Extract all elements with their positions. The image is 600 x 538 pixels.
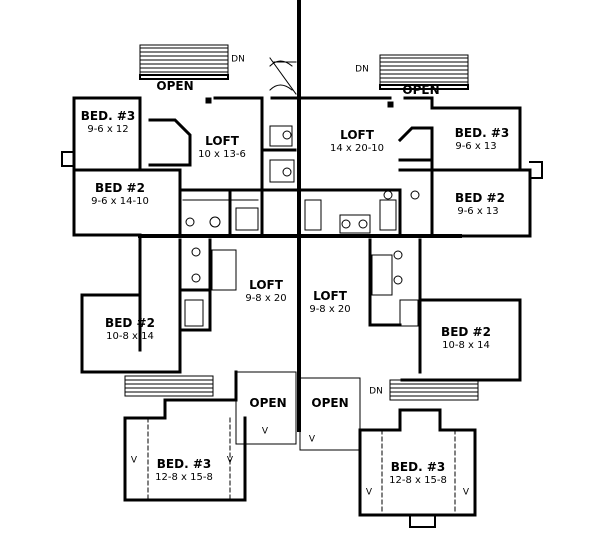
bed3-dim-bottom-left: 12-8 x 15-8 — [155, 472, 213, 483]
bed2-dim-bottom-left: 10-8 x 14 — [106, 331, 154, 342]
bed2-name-top-left: BED #2 — [95, 181, 145, 195]
bed2-dim-top-left: 9-6 x 14-10 — [91, 196, 149, 207]
v-marker-bottom-left-2: V — [226, 455, 234, 466]
loft-dim-top-right: 14 x 20-10 — [329, 143, 385, 154]
stair-bottom-right — [389, 379, 479, 401]
open-label-bottom-right: OPEN — [311, 396, 349, 410]
bed3-name-bottom-right: BED. #3 — [390, 460, 446, 474]
bed3-name-bottom-left: BED. #3 — [156, 457, 212, 471]
loft-name-bottom-right: LOFT — [313, 289, 347, 303]
v-marker-bottom-right-1: V — [365, 487, 373, 498]
bed2-name-bottom-right: BED #2 — [441, 325, 491, 339]
party-wall — [138, 0, 462, 432]
dn-label-bottom-right: DN — [369, 386, 383, 397]
bed3-dim-top-left: 9-6 x 12 — [87, 124, 129, 135]
v-marker-bottom-right-open: V — [308, 434, 316, 445]
loft-dim-top-left: 10 x 13-6 — [198, 149, 246, 160]
bay-top-left — [61, 151, 75, 167]
bed2-dim-top-right: 9-6 x 13 — [457, 206, 499, 217]
bed3-dim-top-right: 9-6 x 13 — [455, 141, 497, 152]
dn-label-top-left: DN — [231, 54, 245, 65]
v-marker-bottom-right-2: V — [462, 487, 470, 498]
loft-name-bottom-left: LOFT — [249, 278, 283, 292]
bed2-name-bottom-left: BED #2 — [105, 316, 155, 330]
v-marker-bottom-left-open: V — [261, 426, 269, 437]
bed3-name-top-left: BED. #3 — [80, 109, 136, 123]
loft-name-top-left: LOFT — [205, 134, 239, 148]
bed2-dim-bottom-right: 10-8 x 14 — [442, 340, 490, 351]
bed2-name-top-right: BED #2 — [455, 191, 505, 205]
stair-bottom-left — [124, 375, 214, 397]
stair-top-left — [139, 44, 229, 80]
dn-label-top-right: DN — [355, 64, 369, 75]
stair-top-right — [379, 54, 469, 90]
bay-top-right — [529, 161, 543, 179]
loft-name-top-right: LOFT — [340, 128, 374, 142]
open-label-bottom-left: OPEN — [249, 396, 287, 410]
unit-top-right-detail — [304, 101, 420, 234]
open-label-top-left: OPEN — [156, 79, 194, 93]
v-marker-bottom-left-1: V — [130, 455, 138, 466]
unit-bottom-left-walls — [80, 234, 247, 502]
unit-top-left-detail — [182, 57, 297, 231]
loft-dim-bottom-left: 9-8 x 20 — [245, 293, 287, 304]
unit-top-left-walls — [72, 96, 302, 352]
unit-bottom-left-detail — [147, 247, 361, 501]
open-label-top-right: OPEN — [402, 83, 440, 97]
unit-top-right-walls — [298, 96, 532, 238]
unit-bottom-right-detail — [371, 250, 456, 528]
bed3-dim-bottom-right: 12-8 x 15-8 — [389, 475, 447, 486]
loft-dim-bottom-right: 9-8 x 20 — [309, 304, 351, 315]
bed3-name-top-right: BED. #3 — [454, 126, 510, 140]
